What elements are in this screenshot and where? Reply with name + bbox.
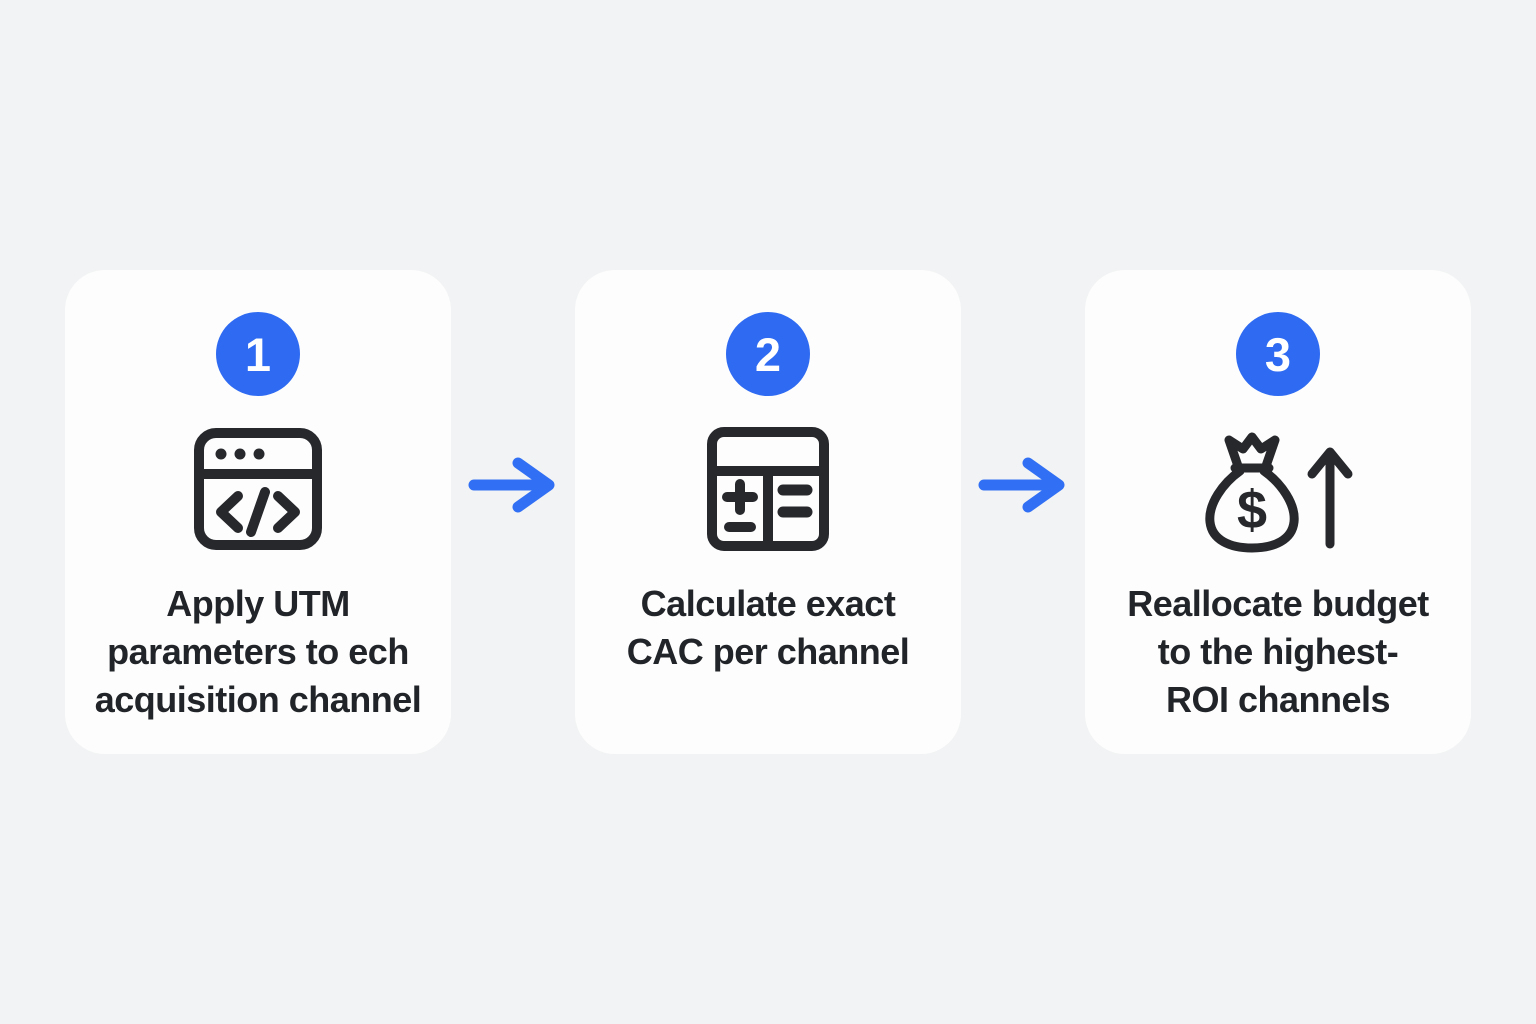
step-number-badge: 1	[216, 312, 300, 396]
code-window-icon	[193, 424, 323, 554]
step-number: 1	[244, 327, 272, 381]
flow-arrow-icon	[977, 454, 1069, 521]
step-number: 2	[754, 327, 782, 381]
svg-text:$: $	[1237, 480, 1267, 540]
step-label: Reallocate budget to the highest- ROI ch…	[1127, 583, 1429, 720]
step-card-3: 3 $ Reallocate budget to the highest- RO…	[1085, 270, 1471, 754]
step-number: 3	[1264, 327, 1292, 381]
money-bag-growth-icon: $	[1198, 424, 1358, 554]
step-card-2: 2 Calculate exact CAC per channel	[575, 270, 961, 754]
step-label: Calculate exact CAC per channel	[626, 583, 910, 672]
step-label: Apply UTM parameters to ech acquisition …	[94, 583, 422, 720]
step-card-1: 1 Apply UTM parameters to ech acquisitio…	[65, 270, 451, 754]
flow-arrow-icon	[467, 454, 559, 521]
process-flow: 1 Apply UTM parameters to ech acquisitio…	[65, 270, 1471, 754]
step-number-badge: 2	[726, 312, 810, 396]
step-number-badge: 3	[1236, 312, 1320, 396]
calculator-icon	[706, 424, 830, 554]
